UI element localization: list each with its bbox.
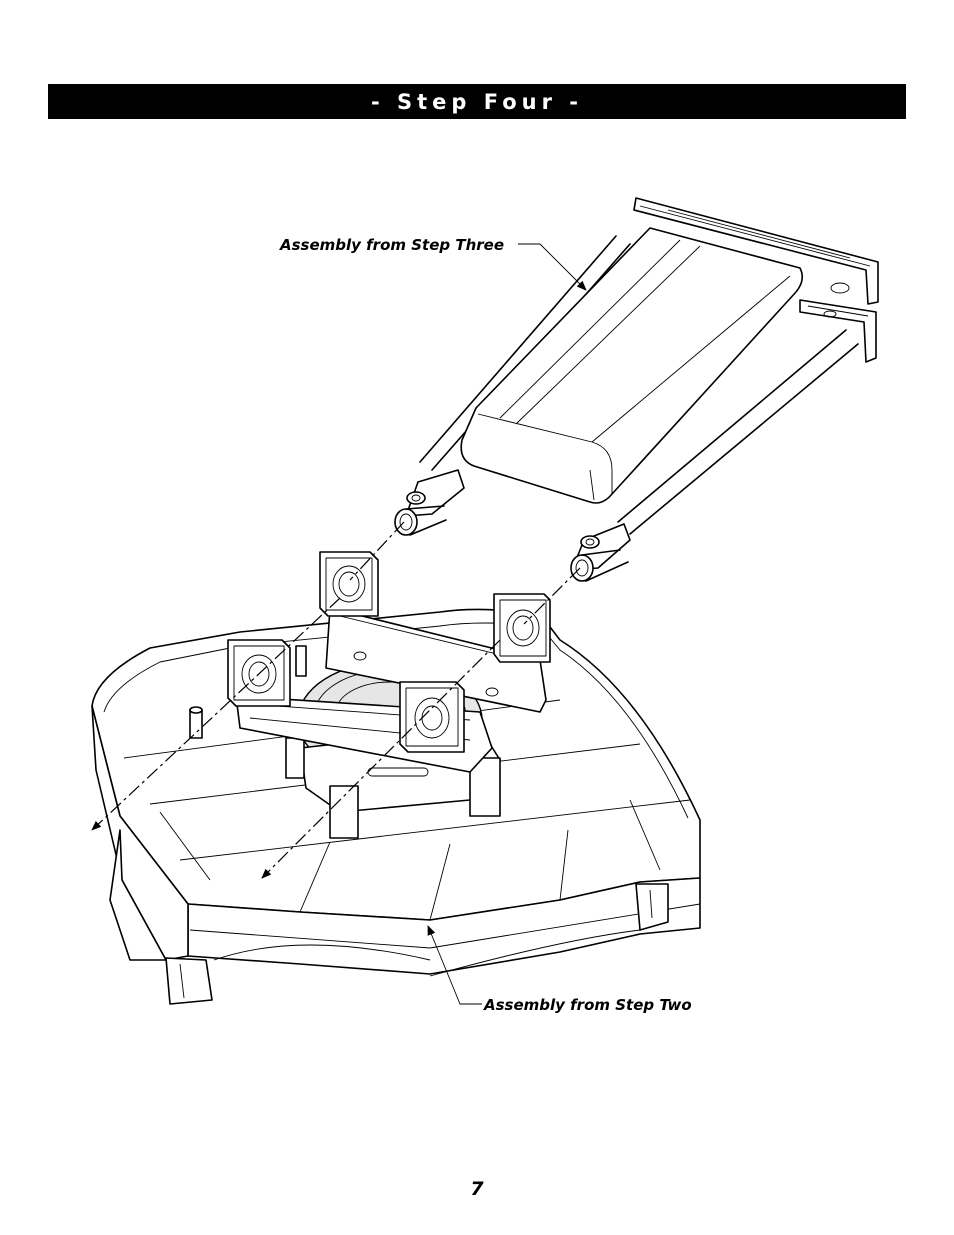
leader-arrow-bottom xyxy=(428,925,482,1004)
alignment-lines xyxy=(91,522,580,879)
step-title: - Step Four - xyxy=(370,89,584,114)
step-title-banner: - Step Four - xyxy=(48,84,906,119)
clamp-block-4 xyxy=(400,682,464,752)
front-right-foot xyxy=(636,884,668,930)
callout-assembly-step-three: Assembly from Step Three xyxy=(280,236,504,254)
page-number: 7 xyxy=(470,1178,484,1200)
callout-assembly-step-two: Assembly from Step Two xyxy=(484,996,692,1014)
top-mounting-bracket xyxy=(634,198,878,304)
motor-housing xyxy=(461,228,802,503)
under-base xyxy=(110,830,166,960)
upper-assembly xyxy=(395,198,878,581)
clamp-block-1 xyxy=(320,552,378,616)
lower-assembly xyxy=(92,552,700,1004)
lower-mounting-bracket xyxy=(800,300,876,362)
front-left-foot xyxy=(166,958,212,1004)
clamp-block-2 xyxy=(494,594,550,662)
leader-arrow-top xyxy=(540,244,587,291)
